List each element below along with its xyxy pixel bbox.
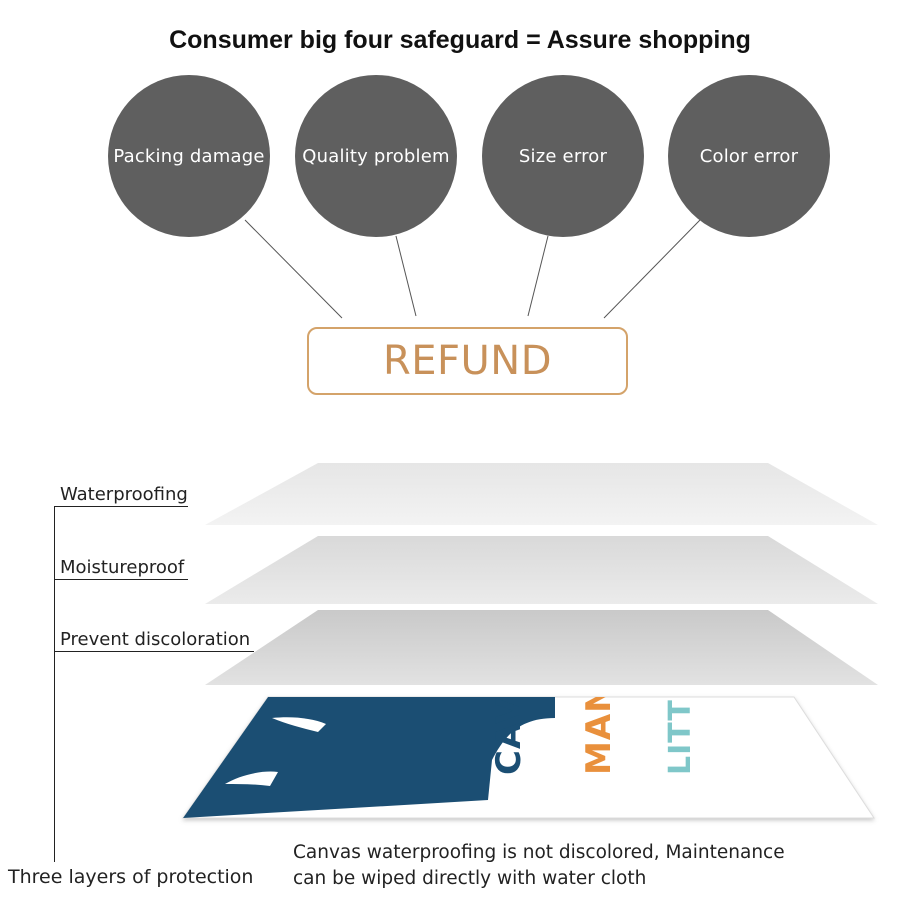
safeguard-circle-size-error: Size error [482,75,644,237]
safeguard-label: Packing damage [113,145,265,167]
safeguard-circle-packing-damage: Packing damage [108,75,270,237]
layer-label-prevent-discoloration: Prevent discoloration [60,629,251,650]
bracket-vertical-line [54,506,55,862]
protection-title: Three layers of protection [8,866,254,888]
leader-line-prevent-discoloration [54,651,254,652]
safeguard-circle-quality-problem: Quality problem [295,75,457,237]
layer-waterproofing [205,463,878,525]
leader-line-waterproofing [54,506,188,507]
safeguard-label: Quality problem [302,145,450,167]
leader-line-moistureproof [54,579,188,580]
caption: Canvas waterproofing is not discolored, … [293,840,813,892]
refund-label: REFUND [382,338,553,384]
safeguard-circle-color-error: Color error [668,75,830,237]
caption-line-1: Canvas waterproofing is not discolored, … [293,842,785,863]
headline: Consumer big four safeguard = Assure sho… [169,26,751,54]
layer-label-waterproofing: Waterproofing [60,484,188,505]
svg-text:CAVE: CAVE [489,673,529,776]
svg-text:LITTLE: LITTLE [663,657,698,775]
layer-prevent-discoloration [205,610,878,685]
refund-box: REFUND [307,327,628,395]
layer-label-moistureproof: Moistureproof [60,557,185,578]
safeguard-label: Color error [699,145,799,167]
caption-line-2: can be wiped directly with water cloth [293,868,647,889]
canvas-artwork: CAVE MAN LITTLE [183,657,698,818]
safeguard-label: Size error [518,145,608,167]
layer-moistureproof [205,536,878,604]
svg-text:MAN: MAN [579,683,619,775]
